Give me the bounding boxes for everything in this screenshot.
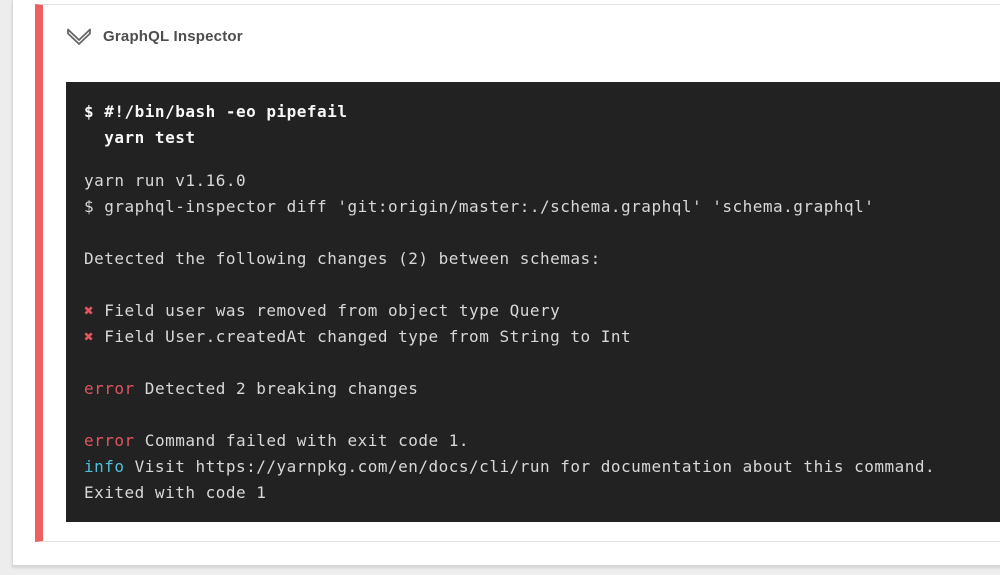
terminal-line: ✖ Field user was removed from object typ… <box>84 298 1000 324</box>
terminal-line: Exited with code 1 <box>84 480 1000 506</box>
card-title: GraphQL Inspector <box>103 27 243 45</box>
terminal-line: yarn test <box>84 125 1000 151</box>
terminal-text-segment: $ graphql-inspector diff 'git:origin/mas… <box>84 197 875 216</box>
terminal-text-segment: Detected 2 breaking changes <box>134 379 419 398</box>
terminal-text-segment: error <box>84 431 135 450</box>
terminal-text-segment: ✖ <box>84 327 95 346</box>
terminal-text-segment: Field User.createdAt changed type from S… <box>94 327 632 346</box>
terminal-text-segment: ✖ <box>84 301 95 320</box>
terminal-text-segment: Detected the following changes (2) betwe… <box>84 249 601 268</box>
terminal-line: $ graphql-inspector diff 'git:origin/mas… <box>84 194 1000 220</box>
terminal-text-segment: info <box>84 457 125 476</box>
terminal-spacer <box>84 402 1000 428</box>
terminal-line: info Visit https://yarnpkg.com/en/docs/c… <box>84 454 1000 480</box>
terminal-spacer <box>84 350 1000 376</box>
terminal-spacer <box>84 151 1000 168</box>
terminal-line: ✖ Field User.createdAt changed type from… <box>84 324 1000 350</box>
terminal-line: yarn run v1.16.0 <box>84 168 1000 194</box>
terminal-text-segment: $ #!/bin/bash -eo pipefail <box>84 102 348 121</box>
terminal-text-segment: yarn run v1.16.0 <box>84 171 247 190</box>
terminal-spacer <box>84 220 1000 246</box>
terminal-line: Detected the following changes (2) betwe… <box>84 246 1000 272</box>
terminal-line: error Command failed with exit code 1. <box>84 428 1000 454</box>
terminal-line: $ #!/bin/bash -eo pipefail <box>84 99 1000 125</box>
terminal-spacer <box>84 272 1000 298</box>
terminal-text-segment: yarn test <box>84 128 196 147</box>
terminal-text-segment: Command failed with exit code 1. <box>134 431 470 450</box>
terminal-line: error Detected 2 breaking changes <box>84 376 1000 402</box>
terminal-text-segment: Visit https://yarnpkg.com/en/docs/cli/ru… <box>124 457 936 476</box>
build-step-panel: GraphQL Inspector $ #!/bin/bash -eo pipe… <box>12 0 1000 566</box>
terminal-text-segment: Field user was removed from object type … <box>94 301 561 320</box>
terminal-text-segment: error <box>84 379 135 398</box>
graphql-inspector-card: GraphQL Inspector $ #!/bin/bash -eo pipe… <box>35 4 1000 542</box>
card-header: GraphQL Inspector <box>43 5 1000 47</box>
terminal-text-segment: Exited with code 1 <box>84 483 267 502</box>
chevron-down-icon[interactable] <box>65 25 93 47</box>
terminal-output: $ #!/bin/bash -eo pipefail yarn test yarn… <box>66 82 1000 522</box>
